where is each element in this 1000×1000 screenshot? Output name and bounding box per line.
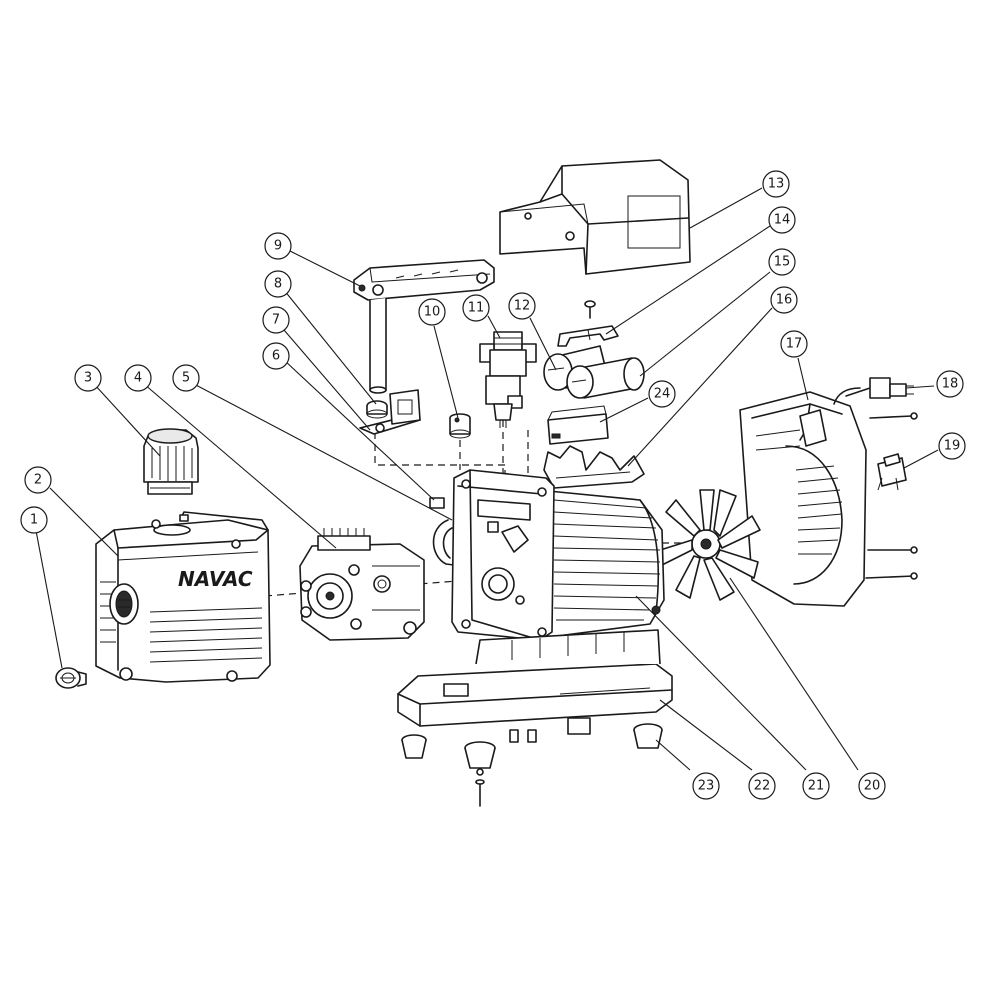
part-drain-plug [55,667,87,689]
callout-14: 14 [768,206,796,234]
part-intake-fitting [479,331,537,428]
callout-labels: 1 2 3 4 5 6 7 8 9 10 11 12 13 14 15 16 1… [20,170,966,800]
svg-text:24: 24 [654,387,671,402]
svg-text:12: 12 [514,299,531,314]
shroud-grille [795,465,843,555]
part-carrying-handle [353,259,495,394]
svg-text:8: 8 [274,277,282,292]
callout-19: 19 [938,432,966,460]
svg-text:22: 22 [754,779,771,794]
callout-12: 12 [508,292,536,320]
brand-logo: NAVAC [178,567,253,591]
part-handle-bushing [366,400,388,419]
svg-text:9: 9 [274,239,282,254]
svg-text:5: 5 [182,371,190,386]
callout-17: 17 [780,330,808,358]
part-rubber-feet [401,723,663,807]
svg-text:3: 3 [84,371,92,386]
svg-text:15: 15 [774,255,791,270]
callout-leader-lines [33,187,939,771]
svg-text:7: 7 [272,313,280,328]
svg-text:10: 10 [424,305,441,320]
part-capacitor-bracket [557,300,619,347]
part-oil-fill-cap [143,428,199,495]
part-base-plate [397,629,673,735]
part-shroud-screws [865,546,918,580]
part-capacitor-mount [543,445,645,489]
callout-11: 11 [462,294,490,322]
callout-13: 13 [762,170,790,198]
svg-text:13: 13 [768,177,785,192]
svg-text:18: 18 [942,377,959,392]
svg-text:4: 4 [134,371,142,386]
svg-text:2: 2 [34,473,42,488]
part-front-plate [451,469,555,641]
part-start-relay [547,405,609,445]
svg-text:20: 20 [864,779,881,794]
callout-20: 20 [858,772,886,800]
callout-1: 1 [20,506,48,534]
svg-text:14: 14 [774,213,791,228]
part-small-plug [449,413,471,439]
callout-7: 7 [262,306,290,334]
callout-10: 10 [418,298,446,326]
part-power-switch [877,453,907,491]
callout-23: 23 [692,772,720,800]
part-gas-ballast [429,497,445,509]
callout-21: 21 [802,772,830,800]
callout-4: 4 [124,364,152,392]
callout-5: 5 [172,364,200,392]
part-oil-reservoir-housing: NAVAC [95,511,271,683]
motor-cooling-fins [553,499,661,621]
svg-text:23: 23 [698,779,715,794]
part-handle-bracket [359,389,421,435]
part-top-cover [499,159,691,275]
svg-text:21: 21 [808,779,825,794]
part-fan-shroud [739,387,867,607]
svg-text:19: 19 [944,439,961,454]
svg-text:11: 11 [468,301,485,316]
callout-8: 8 [264,270,292,298]
part-capacitors [543,345,645,399]
svg-text:16: 16 [776,293,793,308]
callout-9: 9 [264,232,292,260]
callout-22: 22 [748,772,776,800]
callout-15: 15 [768,248,796,276]
part-cooling-fan [653,489,761,601]
svg-text:6: 6 [272,349,280,364]
svg-text:1: 1 [30,513,38,528]
callout-6: 6 [262,342,290,370]
part-power-cord-plug [845,377,918,420]
svg-text:17: 17 [786,337,803,352]
callout-18: 18 [936,370,964,398]
callout-2: 2 [24,466,52,494]
part-motor-body [537,489,665,639]
callout-16: 16 [770,286,798,314]
callout-3: 3 [74,364,102,392]
part-pump-cartridge [299,528,425,641]
callout-24: 24 [648,380,676,408]
